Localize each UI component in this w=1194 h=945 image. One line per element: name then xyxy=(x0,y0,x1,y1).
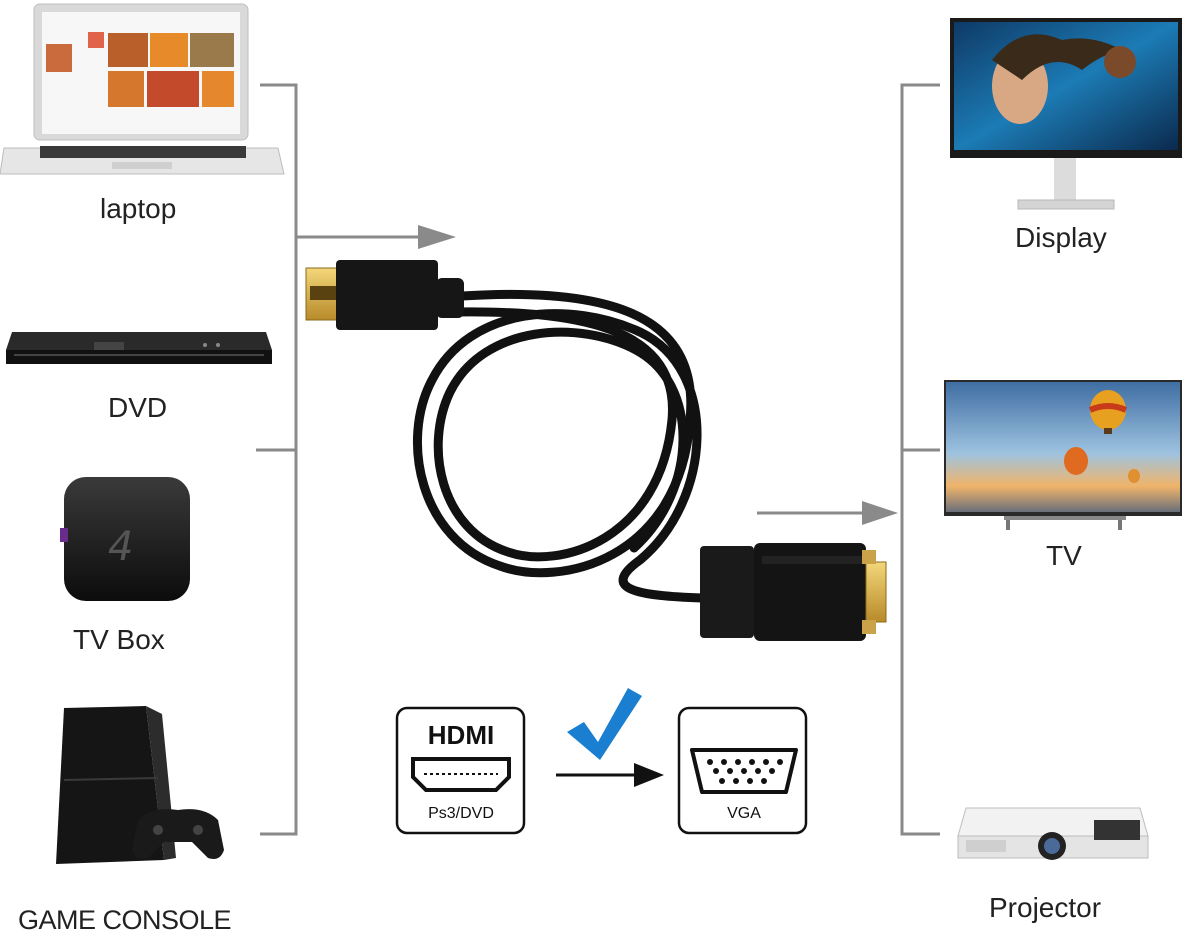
right-arrow-head xyxy=(862,501,898,525)
projector-label: Projector xyxy=(989,892,1102,923)
hdmi-box-subtitle: Ps3/DVD xyxy=(428,805,494,822)
hdmi-box-title: HDMI xyxy=(428,720,494,750)
left-bracket xyxy=(256,83,425,836)
vga-box-label: VGA xyxy=(727,805,761,822)
display-monitor-icon xyxy=(950,18,1182,210)
dvd-player-icon xyxy=(6,332,272,364)
vga-output-box: VGA xyxy=(677,706,808,835)
checkmark-icon xyxy=(567,688,642,760)
laptop-label: laptop xyxy=(100,193,177,224)
hdmi-plug xyxy=(305,260,464,330)
hdmi-source-box: HDMI Ps3/DVD xyxy=(395,706,526,835)
right-bracket xyxy=(757,83,940,836)
conversion-arrow xyxy=(556,763,664,787)
tv-box-icon: 4 xyxy=(60,477,190,601)
dvd-label: DVD xyxy=(108,392,168,423)
laptop-icon xyxy=(0,3,285,175)
game-console-label: GAME CONSOLE xyxy=(18,905,232,935)
tv-label: TV xyxy=(1046,540,1082,571)
display-label: Display xyxy=(1015,222,1107,253)
vga-pins xyxy=(707,759,783,784)
svg-text:4: 4 xyxy=(108,524,133,570)
game-console-icon xyxy=(56,706,224,864)
vga-plug xyxy=(700,543,887,641)
projector-icon xyxy=(957,807,1149,860)
tv-icon xyxy=(944,380,1182,530)
left-arrow-head xyxy=(418,225,456,249)
hdmi-vga-cable xyxy=(305,260,887,641)
tv-box-label: TV Box xyxy=(73,624,165,655)
